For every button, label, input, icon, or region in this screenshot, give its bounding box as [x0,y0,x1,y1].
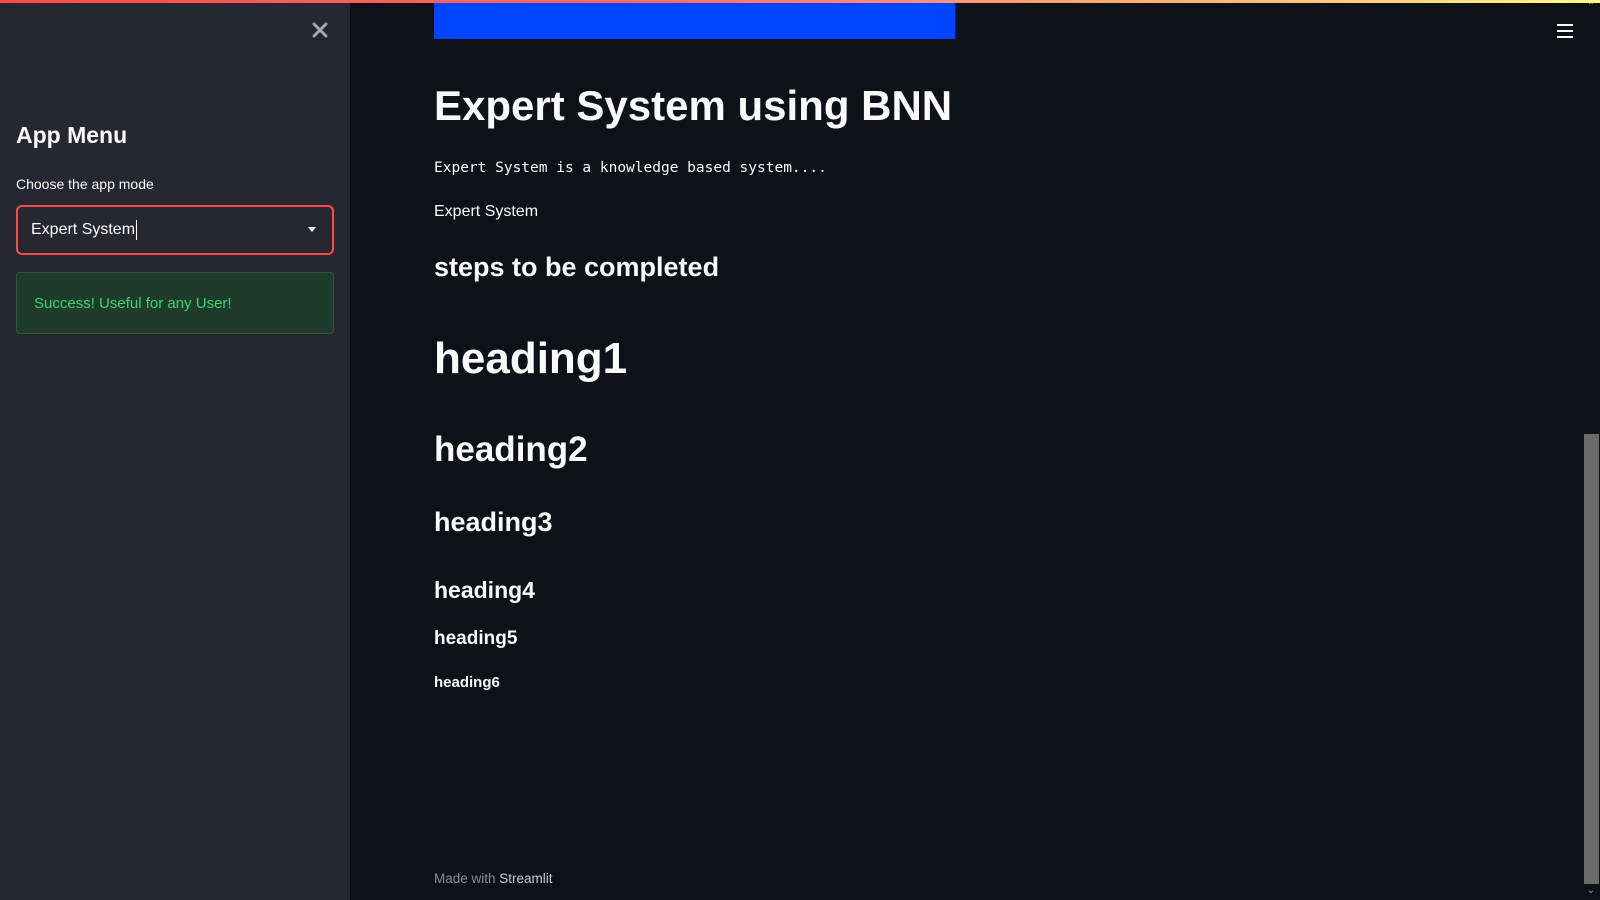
sidebar: App Menu Choose the app mode Expert Syst… [0,0,350,900]
footer: Made with Streamlit [434,871,553,886]
select-label: Choose the app mode [16,176,154,192]
select-value: Expert System [31,221,136,238]
heading-6: heading6 [434,674,500,691]
heading-3: heading3 [434,507,553,537]
success-alert: Success! Useful for any User! [16,272,334,334]
description-text: Expert System [434,203,539,220]
scroll-up-icon[interactable]: ⌃ [1586,1,1596,12]
app-mode-select[interactable]: Expert System [16,205,334,255]
heading-2: heading2 [434,430,588,469]
streamlit-link[interactable]: Streamlit [499,871,553,886]
heading-4: heading4 [434,577,535,603]
heading-5: heading5 [434,628,518,649]
caret-down-icon[interactable] [308,227,316,232]
header-banner [434,0,955,39]
page-title: Expert System using BNN [434,82,953,129]
top-decoration-bar [0,0,1600,3]
heading-1: heading1 [434,334,628,383]
close-icon[interactable] [306,16,334,44]
scrollbar-thumb[interactable] [1584,434,1599,884]
steps-heading: steps to be completed [434,252,720,282]
description-mono: Expert System is a knowledge based syste… [434,160,827,176]
scroll-down-icon[interactable]: ⌄ [1586,885,1596,896]
success-message: Success! Useful for any User! [34,294,232,312]
footer-prefix: Made with [434,871,500,886]
main-content: Expert System using BNN Expert System is… [350,0,1582,900]
text-cursor [136,220,138,240]
hamburger-menu-icon[interactable] [1554,20,1576,42]
sidebar-title: App Menu [16,122,128,148]
